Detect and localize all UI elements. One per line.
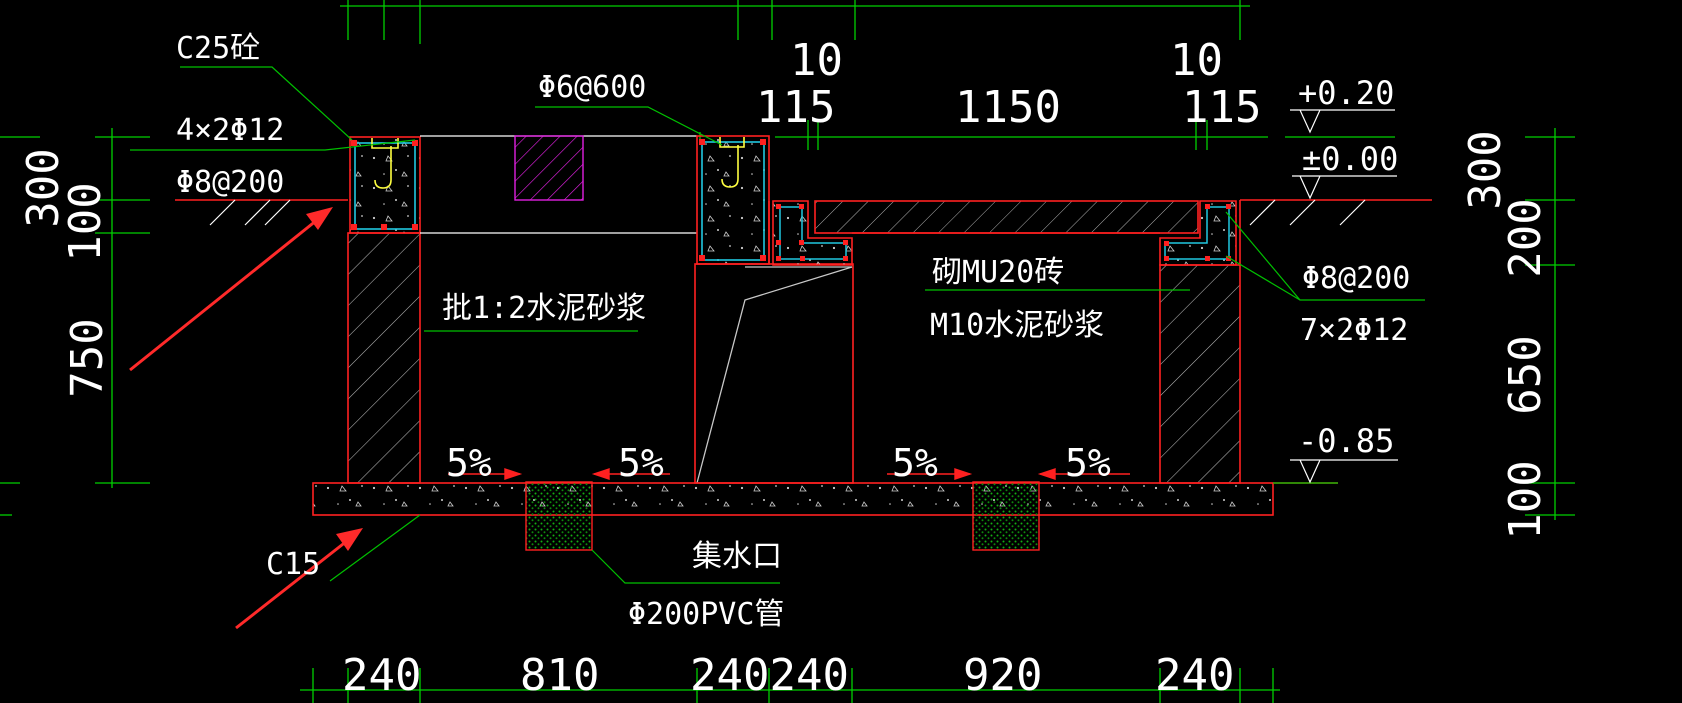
note-rebar-7x2: 7×2Φ12 xyxy=(1300,313,1408,348)
slope-label-2: 5% xyxy=(618,441,664,485)
note-stirrup-right: Φ8@200 xyxy=(1302,261,1410,296)
section-geometry xyxy=(0,0,1575,703)
dim-115-right: 115 xyxy=(1182,82,1261,133)
dim-left-100: 100 xyxy=(60,182,111,261)
note-sump: 集水口 xyxy=(692,539,782,574)
note-stirrup-left: Φ8@200 xyxy=(176,165,284,200)
dim-top-10-right: 10 xyxy=(1170,35,1223,86)
dim-left-750: 750 xyxy=(62,318,113,397)
elevation-zero: ±0.00 xyxy=(1302,140,1398,178)
slope-label-3: 5% xyxy=(892,441,938,485)
slope-label-1: 5% xyxy=(446,441,492,485)
dim-bottom-240-left: 240 xyxy=(342,650,421,701)
note-rebar-4x2: 4×2Φ12 xyxy=(176,113,284,148)
dim-bottom-240-right: 240 xyxy=(1155,650,1234,701)
note-pvc-pipe: Φ200PVC管 xyxy=(628,597,784,632)
dim-right-100: 100 xyxy=(1500,460,1551,539)
note-mortar: M10水泥砂浆 xyxy=(930,308,1104,343)
note-brick: 砌MU20砖 xyxy=(932,255,1064,290)
dim-left-300: 300 xyxy=(18,148,69,227)
dim-right-650: 650 xyxy=(1500,335,1551,414)
elevation-minus-0-85: -0.85 xyxy=(1298,422,1394,460)
dim-top-10-left: 10 xyxy=(790,35,843,86)
note-plaster: 批1:2水泥砂浆 xyxy=(442,291,646,326)
dim-115-left: 115 xyxy=(756,82,835,133)
dim-right-200: 200 xyxy=(1500,198,1551,277)
pointer-arrow-upper xyxy=(129,207,333,372)
dim-bottom-240240: 240240 xyxy=(690,650,849,701)
dim-1150: 1150 xyxy=(955,82,1061,133)
pointer-arrow-lower xyxy=(235,528,363,630)
note-c15-concrete: C15 xyxy=(266,547,320,582)
note-c25-concrete: C25砼 xyxy=(176,31,260,66)
dim-right-300: 300 xyxy=(1460,130,1511,209)
elevation-plus-0-20: +0.20 xyxy=(1298,74,1394,112)
dim-bottom-920: 920 xyxy=(963,650,1042,701)
slope-label-4: 5% xyxy=(1065,441,1111,485)
dim-bottom-810: 810 xyxy=(520,650,599,701)
note-tie-top: Φ6@600 xyxy=(538,70,646,105)
